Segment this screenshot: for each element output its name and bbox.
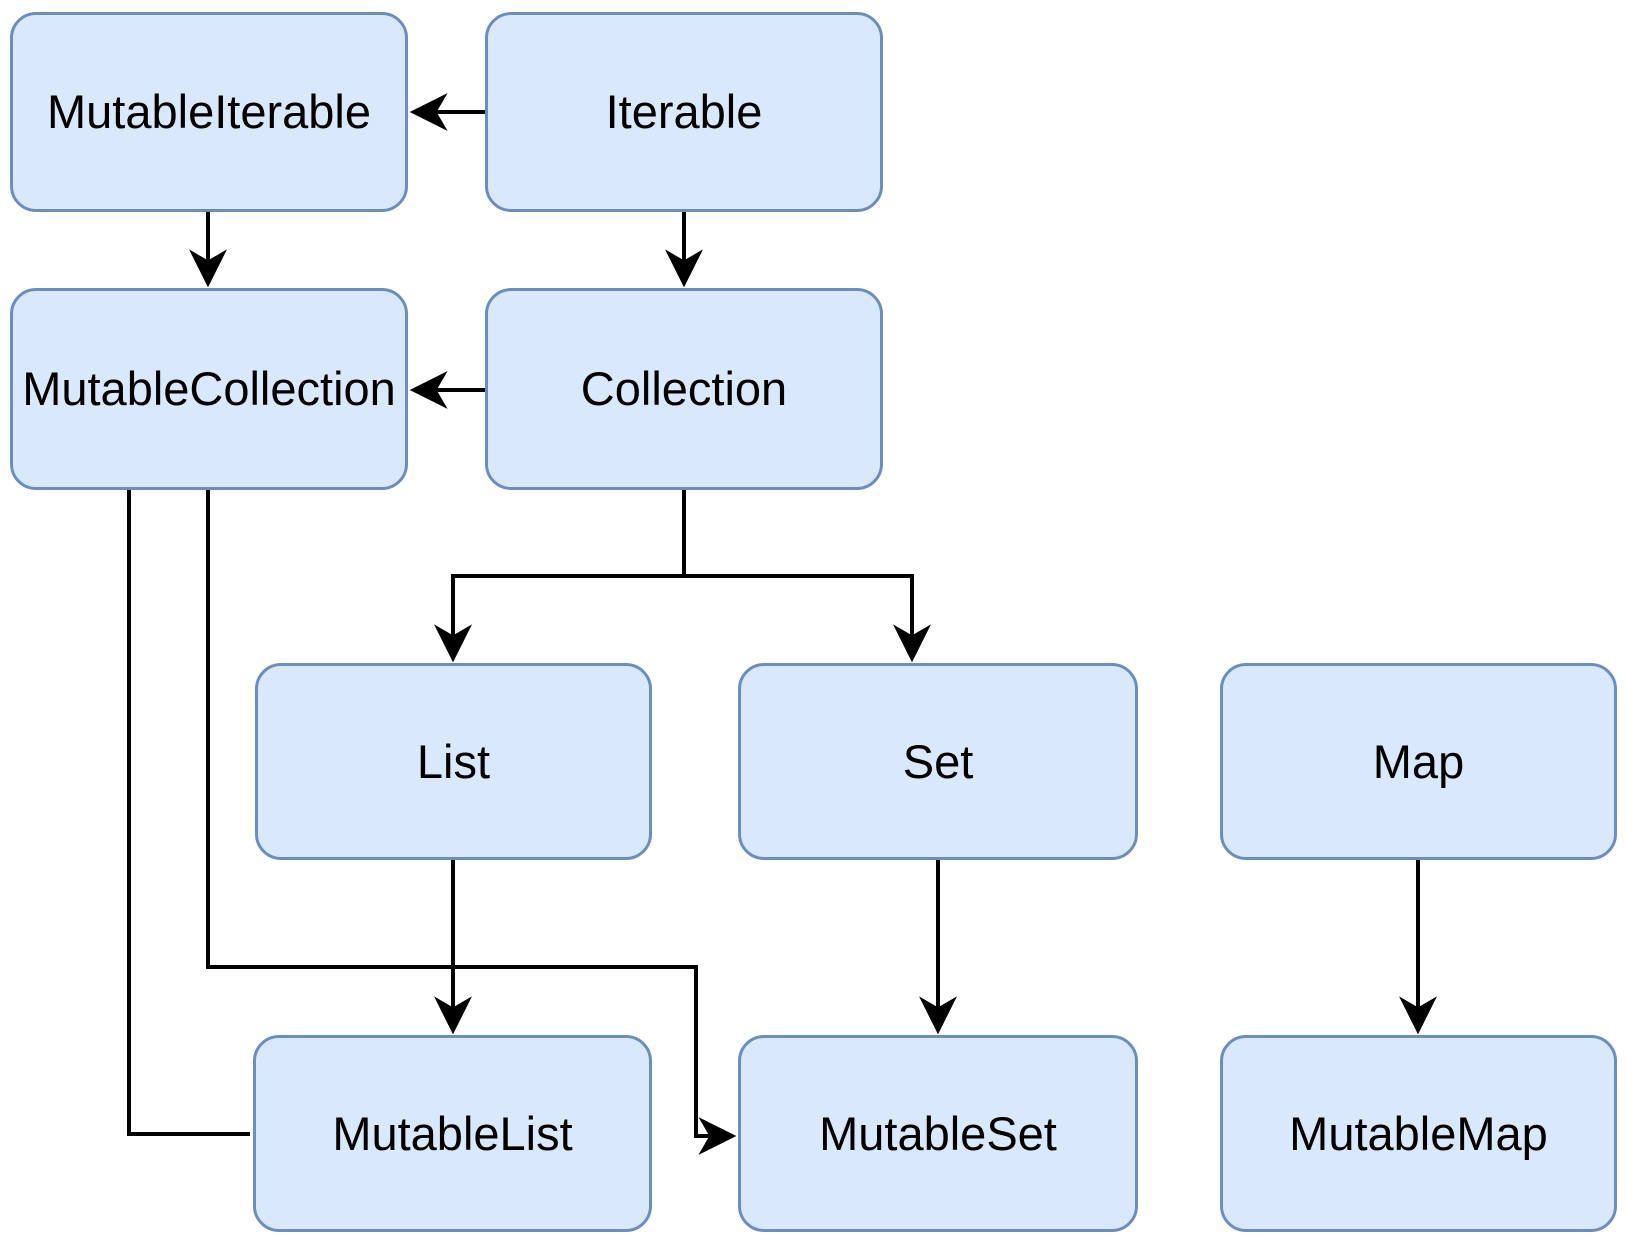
node-label: Iterable xyxy=(605,85,763,139)
node-iterable: Iterable xyxy=(485,12,883,212)
node-label: Set xyxy=(902,734,974,788)
node-label: MutableSet xyxy=(819,1106,1057,1160)
node-mutable-list: MutableList xyxy=(253,1035,652,1232)
node-list: List xyxy=(255,663,652,860)
node-map: Map xyxy=(1220,663,1617,860)
node-label: MutableMap xyxy=(1289,1106,1548,1160)
node-mutable-map: MutableMap xyxy=(1220,1035,1617,1232)
edge-mutable-collection-to-mutable-set xyxy=(206,490,737,1155)
edge-group xyxy=(127,93,1437,1155)
node-label: MutableIterable xyxy=(47,85,371,139)
node-label: Collection xyxy=(580,362,788,416)
node-label: Map xyxy=(1372,734,1465,788)
node-collection: Collection xyxy=(485,288,883,490)
node-label: MutableCollection xyxy=(22,362,396,416)
node-label: List xyxy=(416,734,491,788)
node-mutable-iterable: MutableIterable xyxy=(10,12,408,212)
node-set: Set xyxy=(738,663,1138,860)
node-label: MutableList xyxy=(332,1106,573,1160)
node-mutable-set: MutableSet xyxy=(738,1035,1138,1232)
edge-mutable-collection-to-mutable-list xyxy=(127,490,250,1136)
edge-collection-to-list xyxy=(434,490,686,663)
node-mutable-collection: MutableCollection xyxy=(10,288,408,490)
edge-collection-to-set xyxy=(684,574,931,663)
